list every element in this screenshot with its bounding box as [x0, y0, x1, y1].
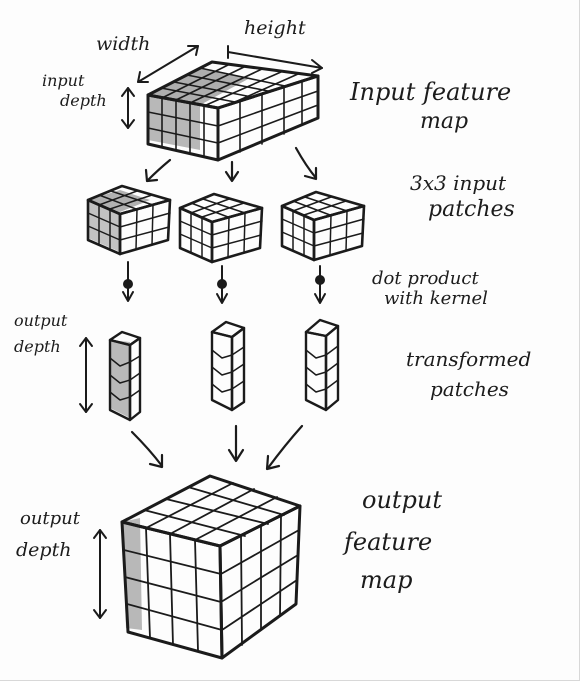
arrows-to-patches: [144, 146, 318, 183]
label-patches-line1: 3x3 input: [410, 171, 507, 195]
kernel-dot-1: [123, 279, 133, 289]
output-depth-big-arrow: [93, 529, 107, 619]
label-output-depth-big-line1: output: [20, 508, 81, 529]
input-patch-2: [178, 192, 264, 264]
label-output-depth-small-line1: output: [14, 311, 68, 330]
label-input-depth-line1: input: [42, 71, 85, 90]
transformed-patch-3: [304, 318, 340, 412]
label-dot-product-line1: dot product: [372, 268, 479, 289]
output-depth-small-arrow: [79, 337, 93, 413]
height-arrow: [227, 45, 323, 74]
width-arrow: [137, 45, 199, 83]
output-feature-map: [120, 474, 302, 660]
label-height: height: [244, 17, 306, 39]
label-transformed-line1: transformed: [406, 347, 531, 371]
label-output-feature-map-line3: map: [360, 566, 412, 594]
label-output-feature-map-line2: feature: [342, 528, 432, 556]
input-patch-3: [280, 190, 366, 262]
label-output-feature-map-line1: output: [362, 486, 442, 514]
label-input-feature-map-line2: map: [420, 109, 468, 134]
label-transformed-line2: patches: [430, 377, 509, 401]
arrows-to-output: [130, 424, 304, 471]
transformed-patch-1: [108, 330, 142, 422]
input-depth-arrow: [121, 87, 135, 129]
input-feature-map: [146, 60, 320, 162]
label-dot-product-line2: with kernel: [384, 288, 488, 309]
transformed-patch-2: [210, 320, 246, 412]
input-patch-1: [86, 184, 172, 256]
label-input-depth-line2: depth: [60, 91, 107, 110]
kernel-dot-2: [217, 279, 227, 289]
label-input-feature-map-line1: Input feature: [349, 78, 511, 106]
label-output-depth-big-line2: depth: [16, 539, 71, 561]
kernel-dot-3: [315, 275, 325, 285]
label-width: width: [96, 33, 150, 55]
label-output-depth-small-line2: depth: [14, 337, 61, 356]
label-patches-line2: patches: [428, 197, 515, 222]
dot-product-arrows: [122, 261, 326, 304]
